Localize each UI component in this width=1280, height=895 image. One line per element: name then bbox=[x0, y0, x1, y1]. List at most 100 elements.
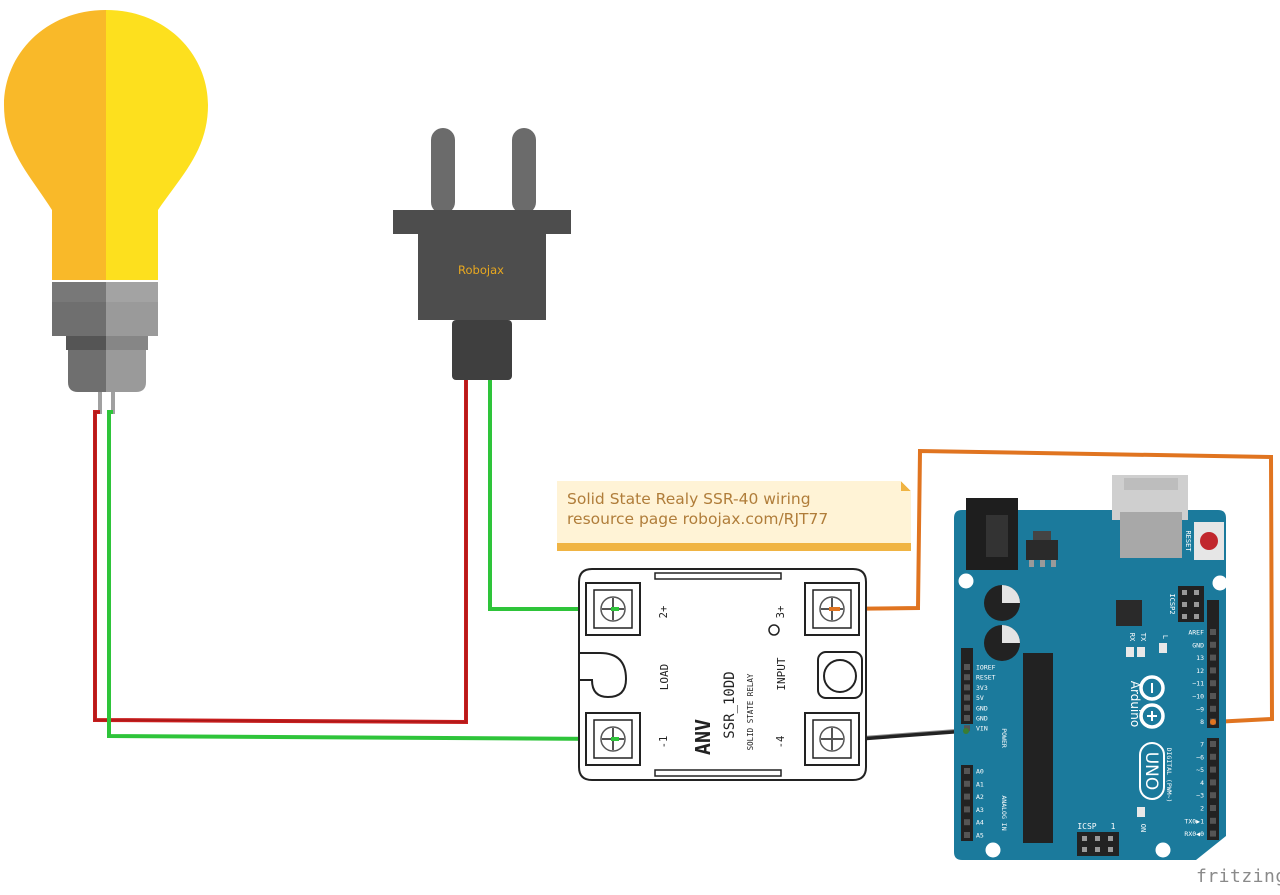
note-bar bbox=[557, 543, 911, 551]
wires bbox=[93, 380, 1275, 743]
header-pin[interactable] bbox=[1210, 830, 1216, 837]
header-pin[interactable] bbox=[1210, 629, 1216, 635]
annotation-note-line1: Solid State Realy SSR-40 wiring bbox=[567, 490, 811, 508]
light-bulb[interactable] bbox=[4, 10, 208, 414]
header-pin[interactable] bbox=[964, 674, 970, 681]
header-pin[interactable] bbox=[964, 664, 970, 670]
icsp2-label: ICSP2 bbox=[1168, 593, 1176, 614]
header-pin[interactable] bbox=[964, 694, 970, 701]
relay-brand-label: ANV bbox=[691, 719, 715, 755]
header-pin[interactable] bbox=[964, 715, 970, 721]
header-pin[interactable] bbox=[1210, 667, 1216, 674]
pin-label: RESET bbox=[976, 674, 996, 682]
annotation-note-text: Solid State Realy SSR-40 wiring resource… bbox=[567, 489, 828, 529]
red-wire[interactable] bbox=[93, 380, 468, 725]
pin-label: GND bbox=[1192, 641, 1204, 649]
green-wire-bulb[interactable] bbox=[107, 410, 612, 741]
pin-label: ~3 bbox=[1196, 792, 1204, 800]
reset-label: RESET bbox=[1184, 530, 1192, 552]
relay-terminal-4[interactable] bbox=[804, 712, 860, 766]
pin-label: 12 bbox=[1196, 667, 1204, 675]
pin-label: 2 bbox=[1200, 805, 1204, 813]
header-pin[interactable] bbox=[1210, 805, 1216, 811]
pin-label: GND bbox=[976, 704, 988, 712]
pin-label: 13 bbox=[1196, 654, 1204, 662]
header-pin[interactable] bbox=[964, 768, 970, 774]
note-fold bbox=[901, 481, 911, 491]
orange-wire[interactable] bbox=[828, 448, 1275, 724]
analog-header-label: ANALOG IN bbox=[1000, 795, 1008, 830]
header-pin[interactable] bbox=[1210, 680, 1216, 687]
annotation-note: Solid State Realy SSR-40 wiring resource… bbox=[557, 481, 911, 551]
pin-label: GND bbox=[976, 715, 988, 723]
pin-label: 4 bbox=[1200, 779, 1204, 787]
solid-state-relay[interactable]: 2+ 3+ -1 -4 LOAD INPUT ANV SSR_10DD SOLI… bbox=[578, 568, 867, 781]
pin-label: A3 bbox=[976, 806, 984, 814]
rx-label: RX bbox=[1128, 633, 1136, 642]
pin-label: ~6 bbox=[1196, 753, 1204, 761]
green-wire-plug[interactable] bbox=[488, 380, 611, 611]
header-pin[interactable] bbox=[1210, 705, 1216, 712]
pin-label: A1 bbox=[976, 780, 984, 788]
dc-jack bbox=[966, 498, 1018, 570]
arduino-brand-label: Arduino bbox=[1128, 681, 1142, 727]
fritzing-watermark: fritzing bbox=[1196, 866, 1280, 887]
relay-input-label: INPUT bbox=[775, 657, 788, 690]
relay-model-label: SSR_10DD bbox=[722, 671, 738, 738]
header-pin[interactable] bbox=[964, 806, 970, 813]
relay-subtitle-label: SOLID STATE RELAY bbox=[746, 673, 755, 750]
icsp-pin1-label: 1 bbox=[1111, 822, 1116, 831]
power-header-label: POWER bbox=[1000, 728, 1008, 748]
relay-terminal-2-label: 2+ bbox=[658, 606, 670, 619]
header-pin[interactable] bbox=[1210, 641, 1216, 648]
digital-header-label: DIGITAL (PWM~) bbox=[1165, 748, 1173, 803]
tx-label: TX bbox=[1139, 633, 1147, 642]
header-pin[interactable] bbox=[1210, 779, 1216, 786]
usb-connector bbox=[1112, 475, 1188, 558]
arduino-model-label: UNO bbox=[1141, 752, 1161, 791]
relay-terminal-3-label: 3+ bbox=[775, 606, 787, 619]
l-label: L bbox=[1161, 635, 1169, 639]
pin-label: A4 bbox=[976, 819, 984, 827]
header-pin[interactable] bbox=[1210, 766, 1216, 773]
header-pin[interactable] bbox=[1210, 817, 1216, 824]
pin-label: ~9 bbox=[1196, 705, 1204, 713]
pin-label: VIN bbox=[976, 725, 988, 733]
header-pin[interactable] bbox=[964, 832, 970, 838]
pin-label: ~5 bbox=[1196, 766, 1204, 774]
annotation-note-line2: resource page robojax.com/RJT77 bbox=[567, 510, 829, 528]
header-pin[interactable] bbox=[964, 684, 970, 691]
pin-label: 7 bbox=[1200, 741, 1204, 749]
on-label: ON bbox=[1139, 824, 1147, 832]
header-pin[interactable] bbox=[964, 780, 970, 787]
header-pin[interactable] bbox=[964, 793, 970, 800]
pin-label: IOREF bbox=[976, 664, 996, 672]
relay-terminal-4-label: -4 bbox=[775, 736, 787, 749]
arduino-logo-icon bbox=[1139, 675, 1165, 729]
plug-brand-label: Robojax bbox=[458, 263, 504, 277]
power-plug[interactable]: Robojax bbox=[393, 128, 571, 380]
relay-load-label: LOAD bbox=[658, 664, 671, 691]
pin-label: RX0◀0 bbox=[1184, 830, 1204, 838]
pin-label: 8 bbox=[1200, 718, 1204, 726]
pin-label: ~11 bbox=[1192, 680, 1204, 688]
header-pin[interactable] bbox=[1210, 753, 1216, 760]
icsp-label: ICSP bbox=[1077, 822, 1096, 831]
arduino-uno-board[interactable]: RESET ICSP2 ICSP 1 RX TX L ON Arduino UN… bbox=[954, 475, 1228, 860]
pin-label: TX0▶1 bbox=[1184, 817, 1204, 825]
pin-label: 5V bbox=[976, 694, 984, 702]
pin-label: 3V3 bbox=[976, 684, 988, 692]
header-pin[interactable] bbox=[1210, 741, 1216, 747]
header-pin[interactable] bbox=[964, 819, 970, 826]
pin-label: A0 bbox=[976, 768, 984, 776]
header-pin[interactable] bbox=[1210, 654, 1216, 661]
relay-terminal-1-label: -1 bbox=[658, 736, 670, 749]
reset-button[interactable] bbox=[1194, 522, 1224, 560]
header-pin[interactable] bbox=[1210, 693, 1216, 699]
header-pin[interactable] bbox=[1210, 792, 1216, 799]
header-pin[interactable] bbox=[964, 704, 970, 711]
pin-label: ~10 bbox=[1192, 693, 1204, 701]
pin-label: A5 bbox=[976, 832, 984, 840]
